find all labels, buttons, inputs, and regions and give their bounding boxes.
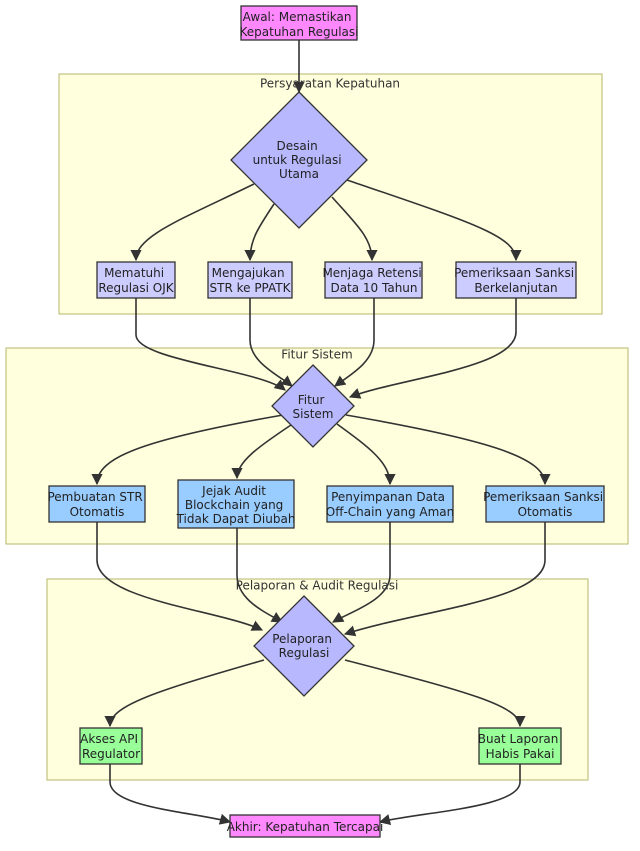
svg-text:Pemeriksaan Sanksi Berke: Pemeriksaan Sanksi Berkelanjutan xyxy=(454,266,578,295)
svg-text:Mengajukan STR ke PPATK: Mengajukan STR ke PPATK xyxy=(210,266,292,295)
features-node-line-2: Sistem xyxy=(293,407,334,421)
end-node xyxy=(229,814,381,838)
edge-design-ojk xyxy=(130,183,255,262)
edge-features-autostr xyxy=(91,414,284,486)
audit-trail-node-line-1: Jejak Audit xyxy=(201,484,266,498)
edge-reporting-disposable xyxy=(344,659,526,728)
ojk-node-line-1: Mematuhi xyxy=(104,266,164,280)
disposable-report-node-line-2: Habis Pakai xyxy=(486,747,555,761)
cluster-features-title: Fitur Sistem xyxy=(281,348,352,362)
api-access-node xyxy=(79,727,143,765)
start-node-line-2: Kepatuhan Regulasi xyxy=(240,25,359,39)
auto-str-node xyxy=(48,485,146,523)
offchain-node-line-2: Off-Chain yang Aman xyxy=(326,505,454,519)
svg-text:Mematuhi Regulasi OJK: Mematuhi Regulasi OJK xyxy=(98,266,174,295)
auto-str-node-line-2: Otomatis xyxy=(70,505,125,519)
svg-text:Akses API Regulator: Akses API Regulator xyxy=(80,732,142,761)
design-node-line-2: untuk Regulasi xyxy=(253,153,342,167)
edge-sanction-features xyxy=(348,298,517,399)
edge-autostr-reporting xyxy=(96,522,264,631)
reporting-node-line-2: Regulasi xyxy=(279,646,330,660)
svg-text:Jejak Audit Blockchain y: Jejak Audit Blockchain yang Tidak Dapat … xyxy=(176,484,296,526)
svg-text:Buat Laporan Habis Pakai: Buat Laporan Habis Pakai xyxy=(478,732,562,761)
svg-text:Pelaporan Regulasi: Pelaporan Regulasi xyxy=(272,632,336,660)
str-ppatk-node-line-2: STR ke PPATK xyxy=(210,281,292,295)
edge-ojk-features xyxy=(135,298,286,391)
auto-sanction-node-line-2: Otomatis xyxy=(518,505,573,519)
ojk-node-line-2: Regulasi OJK xyxy=(98,281,174,295)
edge-offchain-reporting xyxy=(332,522,391,623)
audit-trail-node-line-3: Tidak Dapat Diubah xyxy=(176,512,296,526)
retention-node-line-1: Menjaga Retensi xyxy=(322,266,421,280)
cluster-compliance-title: Persyaratan Kepatuhan xyxy=(260,77,400,91)
features-decision-node xyxy=(271,364,355,448)
svg-text:Akhir: Kepatuhan Tercapai: Akhir: Kepatuhan Tercapai xyxy=(227,820,384,834)
svg-text:Penyimpanan Data Off-Cha: Penyimpanan Data Off-Chain yang Aman xyxy=(326,490,454,519)
retention-node xyxy=(324,261,423,299)
disposable-report-node-line-1: Buat Laporan xyxy=(478,732,559,746)
features-node-line-1: Fitur xyxy=(298,393,325,407)
edge-reporting-api xyxy=(104,659,265,728)
design-decision-node xyxy=(230,91,368,229)
edge-autosanction-reporting xyxy=(343,522,546,637)
api-access-node-line-1: Akses API xyxy=(80,732,138,746)
edge-features-audit xyxy=(231,424,292,480)
edge-disposable-end xyxy=(378,764,521,825)
edge-str-features xyxy=(249,298,293,387)
auto-sanction-node-line-1: Pemeriksaan Sanksi xyxy=(483,490,603,504)
cluster-reporting-title: Pelaporan & Audit Regulasi xyxy=(236,579,399,593)
edge-features-offchain xyxy=(336,423,396,486)
edge-design-str xyxy=(244,203,275,262)
reporting-decision-node xyxy=(253,595,355,697)
disposable-report-node xyxy=(478,727,562,765)
retention-node-line-2: Data 10 Tahun xyxy=(330,281,417,295)
audit-trail-node-line-2: Blockchain yang xyxy=(185,498,283,512)
edge-design-sanction xyxy=(346,179,522,262)
end-node-line-1: Akhir: Kepatuhan Tercapai xyxy=(227,820,384,834)
str-ppatk-node-line-1: Mengajukan xyxy=(212,266,285,280)
svg-text:Awal: Memastikan Kepatuh: Awal: Memastikan Kepatuhan Regulasi xyxy=(240,10,359,39)
start-node xyxy=(240,5,358,41)
ojk-node xyxy=(96,261,176,299)
sanction-check-node xyxy=(455,261,577,299)
svg-text:Desain untuk Regulasi: Desain untuk Regulasi Utama xyxy=(253,139,346,181)
svg-text:Pemeriksaan Sanksi Otoma: Pemeriksaan Sanksi Otomatis xyxy=(483,490,607,519)
edge-api-end xyxy=(109,764,232,825)
design-node-line-3: Utama xyxy=(279,167,319,181)
svg-text:Fitur Sistem: Fitur Sistem xyxy=(293,393,334,421)
edge-features-autosanction xyxy=(345,414,551,486)
edge-audit-reporting xyxy=(236,528,283,623)
reporting-node-line-1: Pelaporan xyxy=(272,632,332,646)
edges xyxy=(91,40,551,825)
start-node-line-1: Awal: Memastikan xyxy=(243,10,352,24)
offchain-node xyxy=(326,485,454,523)
nodes: Awal: Memastikan Kepatuhan Regulasi Desa… xyxy=(47,5,607,838)
auto-sanction-node xyxy=(485,485,605,523)
edge-design-retention xyxy=(331,196,378,262)
str-ppatk-node xyxy=(207,261,293,299)
edge-retention-features xyxy=(334,298,375,387)
auto-str-node-line-1: Pembuatan STR xyxy=(47,490,142,504)
svg-text:Menjaga Retensi Data 10: Menjaga Retensi Data 10 Tahun xyxy=(322,266,425,295)
api-access-node-line-2: Regulator xyxy=(82,747,140,761)
design-node-line-1: Desain xyxy=(277,139,318,153)
audit-trail-node xyxy=(177,479,295,529)
svg-text:Pembuatan STR Otomatis: Pembuatan STR Otomatis xyxy=(47,490,146,519)
sanction-check-node-line-2: Berkelanjutan xyxy=(474,281,557,295)
sanction-check-node-line-1: Pemeriksaan Sanksi xyxy=(454,266,574,280)
offchain-node-line-1: Penyimpanan Data xyxy=(331,490,445,504)
